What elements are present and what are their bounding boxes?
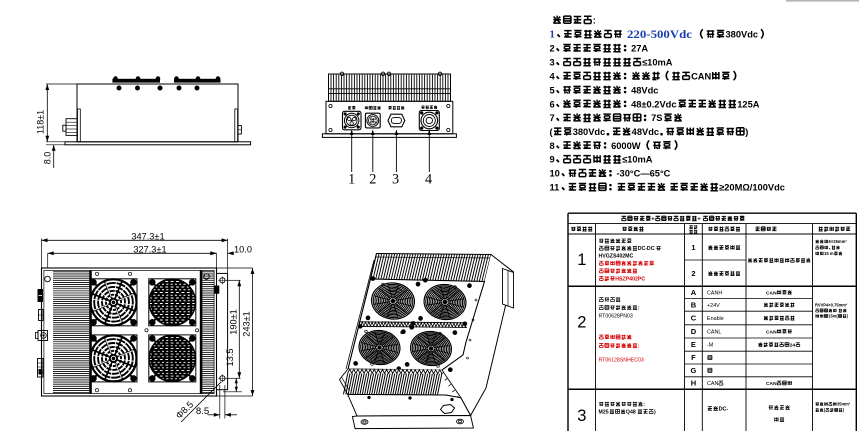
svg-text:): ): [745, 127, 748, 137]
svg-text:11: 11: [550, 183, 560, 193]
svg-text:Enable: Enable: [707, 316, 724, 322]
svg-text:6×25mm²: 6×25mm²: [829, 239, 848, 244]
svg-text:24: 24: [790, 343, 796, 349]
svg-text:3: 3: [577, 407, 586, 425]
svg-text:10.0: 10.0: [234, 245, 252, 255]
svg-text:10: 10: [550, 169, 560, 179]
svg-text:≥20MΩ/100Vdc: ≥20MΩ/100Vdc: [719, 183, 785, 193]
svg-text:3: 3: [392, 172, 399, 188]
svg-text:CAN: CAN: [691, 71, 711, 81]
svg-text:Q48: Q48: [626, 410, 636, 416]
svg-text:4: 4: [550, 71, 556, 81]
svg-text:(: (: [824, 408, 826, 413]
svg-text:8.0: 8.0: [43, 152, 53, 165]
svg-text:35mm²: 35mm²: [837, 402, 851, 407]
svg-text:380Vdc: 380Vdc: [573, 127, 606, 137]
svg-text:DC-: DC-: [719, 407, 729, 413]
svg-text:220-500Vdc: 220-500Vdc: [627, 29, 692, 41]
svg-text:≤10mA: ≤10mA: [622, 155, 653, 165]
svg-text:-30°C—65°C: -30°C—65°C: [616, 169, 670, 179]
svg-text:1: 1: [550, 30, 555, 41]
svg-text:327.3±1: 327.3±1: [133, 245, 166, 255]
svg-text:347.3±1: 347.3±1: [131, 232, 164, 242]
svg-text::: :: [638, 306, 640, 312]
svg-text:HVGZS402MC: HVGZS402MC: [599, 254, 634, 260]
svg-text::: :: [643, 402, 645, 408]
svg-text:15m(: 15m(: [828, 314, 838, 319]
svg-text:+24V: +24V: [707, 303, 720, 309]
svg-text:CAN: CAN: [766, 329, 777, 335]
svg-text:48Vdc: 48Vdc: [632, 127, 659, 137]
svg-text:15 m: 15 m: [824, 251, 834, 256]
svg-text:13.5: 13.5: [225, 349, 235, 367]
svg-text:6: 6: [550, 99, 555, 109]
svg-text:1: 1: [577, 251, 586, 269]
svg-text:M25: M25: [599, 410, 609, 416]
svg-text:): ): [847, 314, 849, 319]
svg-text:118±1: 118±1: [36, 110, 46, 134]
svg-text:CAN: CAN: [766, 381, 777, 387]
svg-text:125A: 125A: [737, 99, 760, 109]
svg-text:CANL: CANL: [707, 329, 721, 335]
svg-text:HSZP402PC: HSZP402PC: [615, 276, 645, 282]
svg-text:380Vdc: 380Vdc: [726, 30, 759, 40]
svg-text:4: 4: [425, 172, 432, 188]
svg-text:8.5: 8.5: [196, 406, 209, 417]
svg-text:2: 2: [577, 313, 586, 331]
svg-text:≤10mA: ≤10mA: [642, 58, 673, 68]
svg-text:27A: 27A: [631, 44, 648, 54]
svg-text:1: 1: [348, 172, 355, 188]
svg-text:5: 5: [550, 85, 555, 95]
svg-text:-M: -M: [707, 343, 714, 349]
svg-text:+: +: [697, 217, 701, 223]
svg-text::: :: [638, 344, 640, 350]
svg-text:3: 3: [550, 58, 555, 68]
svg-text:CANH: CANH: [707, 290, 722, 296]
svg-text:7S: 7S: [651, 113, 662, 123]
svg-text:2: 2: [369, 172, 376, 188]
svg-text:8: 8: [550, 141, 555, 151]
svg-text:D: D: [691, 327, 697, 336]
svg-text:RVVP4×0.75mm²: RVVP4×0.75mm²: [815, 303, 848, 308]
svg-text:7: 7: [550, 113, 555, 123]
svg-text:243±1: 243±1: [242, 311, 252, 336]
svg-text:RT06128SNHEC03: RT06128SNHEC03: [599, 358, 644, 364]
svg-text:48±0.2Vdc: 48±0.2Vdc: [631, 99, 676, 109]
svg-text:E: E: [691, 340, 696, 349]
svg-text:(: (: [550, 127, 554, 137]
svg-text:H: H: [691, 379, 696, 388]
svg-text:): ): [654, 410, 656, 416]
svg-text:DC-DC: DC-DC: [638, 246, 655, 252]
svg-text::: :: [593, 15, 596, 26]
svg-text:F: F: [691, 353, 696, 362]
svg-text:6000W: 6000W: [611, 141, 641, 151]
svg-text:C: C: [691, 314, 697, 323]
svg-text:2: 2: [550, 44, 555, 54]
svg-text:1: 1: [691, 243, 695, 252]
svg-text:RT00628PN03: RT00628PN03: [599, 314, 633, 320]
svg-text:+: +: [651, 217, 655, 223]
svg-text:9: 9: [550, 155, 555, 165]
svg-text:): ): [843, 408, 845, 413]
svg-text:48Vdc: 48Vdc: [631, 85, 658, 95]
svg-text:CAN: CAN: [707, 381, 718, 387]
svg-text:A: A: [691, 288, 697, 297]
svg-text:2: 2: [691, 269, 695, 278]
svg-text:190±1: 190±1: [229, 309, 239, 334]
svg-text:CAN: CAN: [766, 290, 777, 296]
svg-text:G: G: [690, 366, 696, 375]
svg-text:B: B: [691, 300, 697, 309]
